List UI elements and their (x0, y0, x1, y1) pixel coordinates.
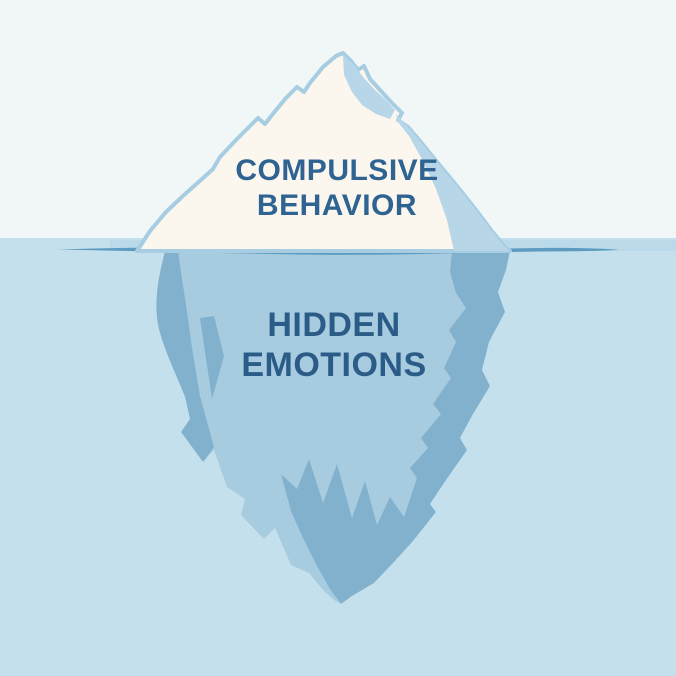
submerged-shadow-right (281, 251, 510, 604)
below-water-label-line2: EMOTIONS (241, 346, 427, 384)
submerged-shadow-left (156, 251, 214, 462)
above-water-label-line1: COMPULSIVE (235, 154, 439, 187)
above-water-label: COMPULSIVE BEHAVIOR (235, 153, 438, 223)
iceberg-peak-face (343, 55, 395, 119)
iceberg-below-water (156, 251, 510, 604)
iceberg-shading-right (396, 114, 509, 251)
submerged-shadow-tooth (200, 316, 224, 399)
above-water-label-line2: BEHAVIOR (256, 189, 418, 222)
below-water-label: HIDDEN EMOTIONS (241, 305, 426, 385)
below-water-label-line1: HIDDEN (267, 306, 401, 344)
iceberg-above-water (135, 51, 512, 253)
